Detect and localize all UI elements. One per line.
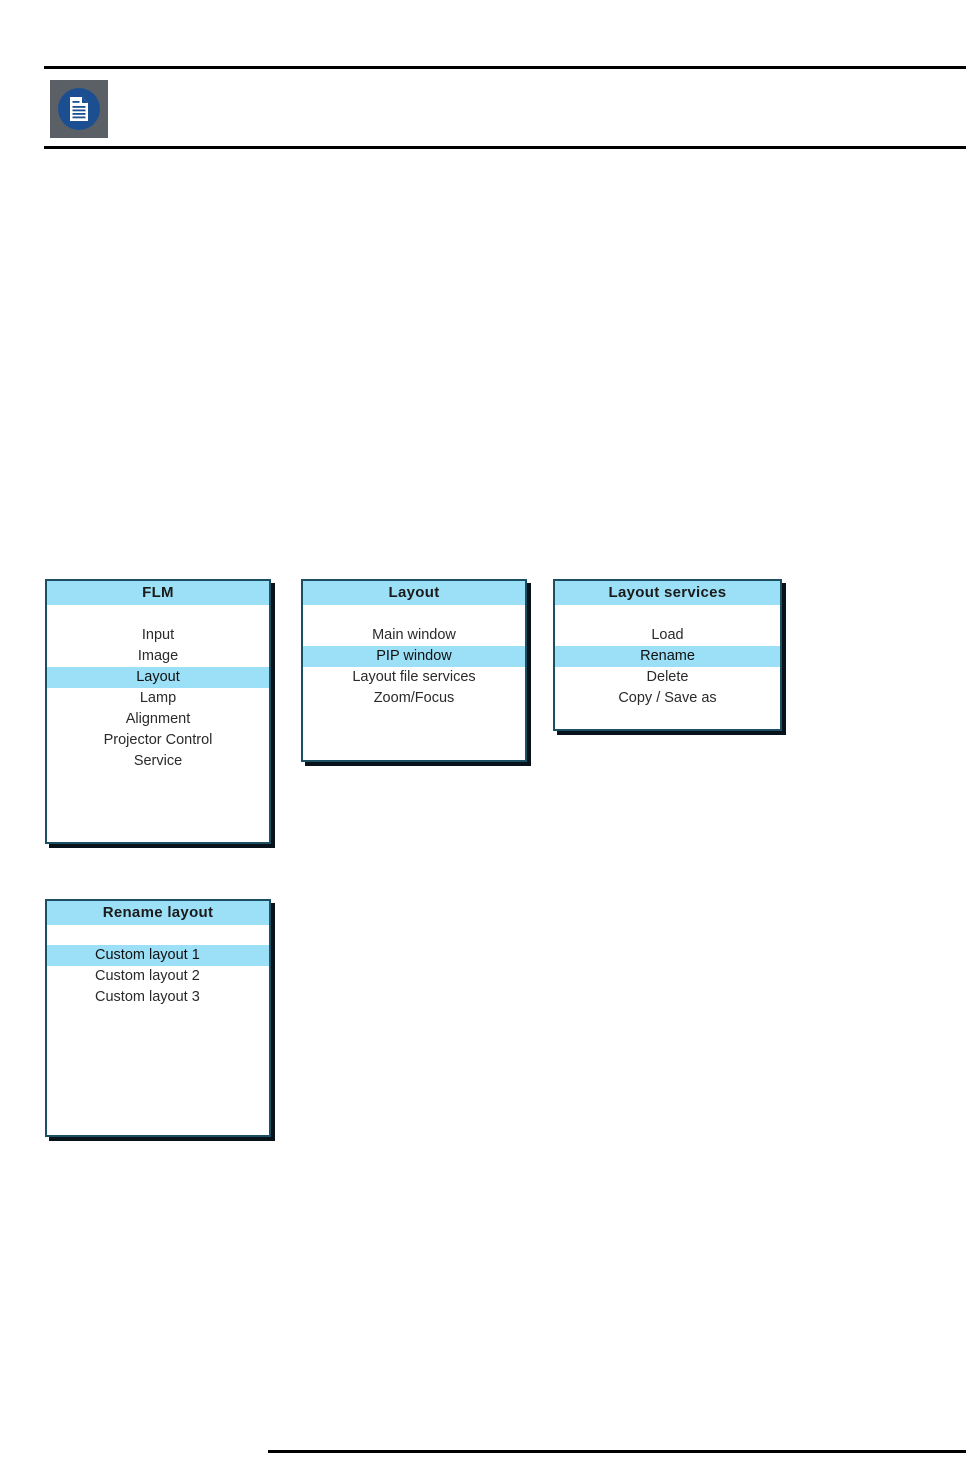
osd-spacer — [303, 605, 525, 625]
osd-item-custom-layout-1[interactable]: Custom layout 1 — [47, 945, 269, 966]
osd-title-layout: Layout — [303, 581, 525, 605]
osd-body-layout: Main window PIP window Layout file servi… — [303, 605, 525, 709]
osd-title-flm: FLM — [47, 581, 269, 605]
osd-item-load[interactable]: Load — [651, 627, 684, 643]
osd-title-layout-services: Layout services — [555, 581, 780, 605]
osd-spacer — [47, 605, 269, 625]
osd-item-custom-layout-2[interactable]: Custom layout 2 — [95, 968, 200, 984]
osd-item-custom-layout-3[interactable]: Custom layout 3 — [95, 989, 200, 1005]
osd-body-flm: Input Image Layout Lamp Alignment Projec… — [47, 605, 269, 772]
osd-menu-layout-services[interactable]: Layout services Load Rename Delete Copy … — [553, 579, 782, 731]
osd-item-rename[interactable]: Rename — [555, 646, 780, 667]
osd-menu-flm[interactable]: FLM Input Image Layout Lamp Alignment Pr… — [45, 579, 271, 844]
osd-item-input[interactable]: Input — [141, 627, 175, 643]
osd-item-lamp[interactable]: Lamp — [139, 690, 177, 706]
osd-item-layout-file-services[interactable]: Layout file services — [352, 669, 476, 685]
osd-item-pip-window[interactable]: PIP window — [303, 646, 525, 667]
osd-item-delete[interactable]: Delete — [646, 669, 689, 685]
osd-item-zoom-focus[interactable]: Zoom/Focus — [373, 690, 455, 706]
osd-item-image[interactable]: Image — [137, 648, 179, 664]
osd-item-alignment[interactable]: Alignment — [125, 711, 191, 727]
osd-menu-layout[interactable]: Layout Main window PIP window Layout fil… — [301, 579, 527, 762]
document-note-icon-glyph — [58, 88, 100, 130]
osd-body-rename-layout: Custom layout 1 Custom layout 2 Custom l… — [47, 925, 269, 1008]
osd-item-projector-control[interactable]: Projector Control — [103, 732, 213, 748]
osd-spacer — [47, 925, 269, 945]
header-rule-top — [44, 66, 966, 69]
osd-title-rename-layout: Rename layout — [47, 901, 269, 925]
document-note-icon — [50, 80, 108, 138]
header-rule-bottom — [44, 146, 966, 149]
footer-rule — [268, 1450, 966, 1453]
osd-menu-rename-layout[interactable]: Rename layout Custom layout 1 Custom lay… — [45, 899, 271, 1137]
osd-item-main-window[interactable]: Main window — [372, 627, 456, 643]
osd-spacer — [555, 605, 780, 625]
osd-item-copy-save-as[interactable]: Copy / Save as — [618, 690, 717, 706]
osd-item-service[interactable]: Service — [133, 753, 183, 769]
osd-item-layout[interactable]: Layout — [47, 667, 269, 688]
osd-body-layout-services: Load Rename Delete Copy / Save as — [555, 605, 780, 709]
